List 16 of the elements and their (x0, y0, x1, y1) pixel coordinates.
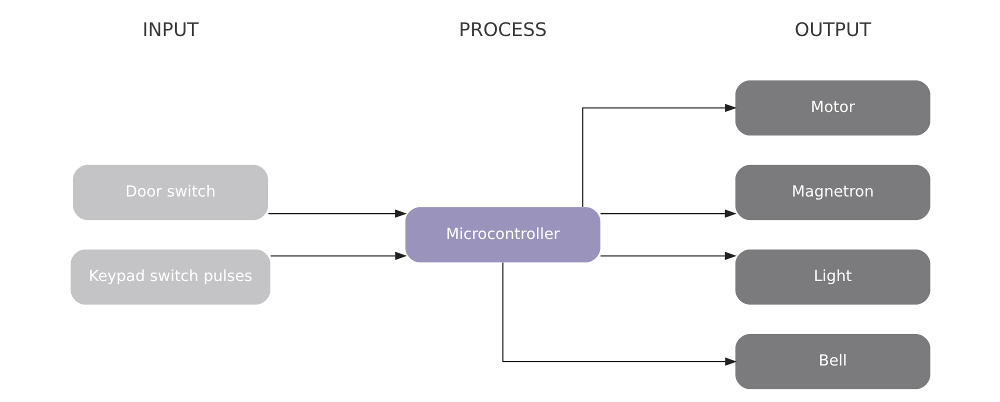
node-box: Magnetron (734, 164, 930, 220)
arrow (270, 252, 406, 260)
arrow (600, 252, 736, 260)
label: INPUT (142, 20, 198, 42)
node-box: Microcontroller (404, 207, 600, 262)
arrow (268, 210, 406, 218)
node-box: Light (734, 249, 930, 305)
node-box: Door switch (72, 164, 268, 220)
node-box: Motor (734, 80, 930, 136)
node-box: Bell (734, 334, 930, 390)
arrow (582, 104, 736, 207)
arrow (502, 262, 736, 366)
label: PROCESS (458, 20, 546, 42)
arrow (600, 210, 736, 218)
label: OUTPUT (794, 20, 871, 42)
node-box: Keypad switch pulses (70, 249, 270, 305)
